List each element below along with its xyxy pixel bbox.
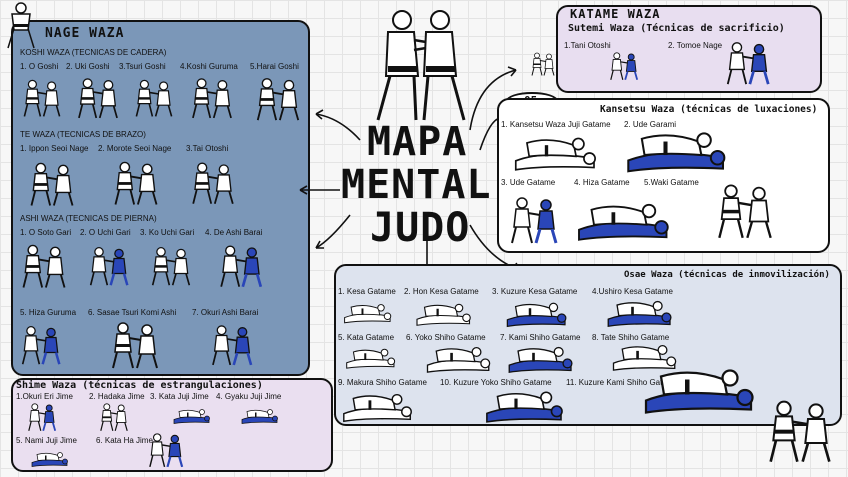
kansetsu-item: 3. Ude Gatame bbox=[501, 178, 556, 187]
okuri-ashi-barai-figure bbox=[206, 318, 258, 372]
osae-item: 1. Kesa Gatame bbox=[338, 287, 396, 296]
katame-waza-heading: KATAME WAZA bbox=[570, 7, 661, 21]
osae-item: 4.Ushiro Kesa Gatame bbox=[592, 287, 673, 296]
ashi-item: 4. De Ashi Barai bbox=[205, 228, 263, 237]
osae-item: 2. Hon Kesa Gatame bbox=[404, 287, 479, 296]
ashi-item: 3. Ko Uchi Gari bbox=[140, 228, 195, 237]
ashi-item: 1. O Soto Gari bbox=[20, 228, 72, 237]
ko-uchi-gari-figure bbox=[146, 240, 196, 292]
kuzure-kami-shiho-gatame-figure bbox=[640, 354, 760, 426]
kata-gatame-figure bbox=[344, 344, 398, 372]
osae-item: 10. Kuzure Yoko Shiho Gatame bbox=[440, 378, 552, 387]
osae-corner-figure bbox=[760, 396, 840, 466]
juji-gatame-figure bbox=[510, 134, 602, 172]
shime-item: 3. Kata Juji Jime bbox=[150, 392, 209, 401]
o-soto-gari-figure bbox=[16, 240, 72, 292]
te-item: 1. Ippon Seoi Nage bbox=[20, 144, 89, 153]
osae-item: 9. Makura Shiho Gatame bbox=[338, 378, 427, 387]
osae-item: 11. Kuzure Kami Shiho Gatame bbox=[566, 378, 678, 387]
kata-ha-jime-figure bbox=[144, 430, 188, 470]
hon-kesa-gatame-figure bbox=[414, 300, 474, 328]
ude-garami-figure bbox=[622, 128, 732, 174]
de-ashi-barai-figure bbox=[214, 240, 268, 292]
shime-item: 4. Gyaku Juji Jime bbox=[216, 392, 282, 401]
nage-waza-panel bbox=[11, 20, 310, 376]
judoka-corner-figure bbox=[2, 0, 40, 50]
koshi-guruma-figure bbox=[186, 74, 238, 122]
kansetsu-item: 1. Kansetsu Waza Juji Gatame bbox=[501, 120, 611, 129]
kata-juji-jime-figure bbox=[172, 402, 212, 430]
kuzure-kesa-gatame-figure bbox=[500, 300, 574, 328]
nage-waza-heading: NAGE WAZA bbox=[45, 26, 125, 41]
koshi-item: 2. Uki Goshi bbox=[66, 62, 110, 71]
shime-item: 1.Okuri Eri Jime bbox=[16, 392, 73, 401]
ippon-seoi-nage-figure bbox=[24, 158, 80, 210]
tomoe-nage-figure bbox=[718, 40, 778, 86]
osae-item: 7. Kami Shiho Gatame bbox=[500, 333, 581, 342]
ashi-item: 5. Hiza Guruma bbox=[20, 308, 77, 317]
sutemi-item: 1.Tani Otoshi bbox=[564, 41, 611, 50]
osae-waza-panel bbox=[334, 264, 842, 426]
shime-item: 5. Nami Juji Jime bbox=[16, 436, 77, 445]
te-item: 3.Tai Otoshi bbox=[186, 144, 229, 153]
o-goshi-figure bbox=[18, 74, 66, 122]
katame-waza-panel bbox=[556, 5, 822, 93]
koshi-item: 1. O Goshi bbox=[20, 62, 59, 71]
hiza-gatame-figure bbox=[574, 196, 674, 246]
katame-side-figure bbox=[528, 38, 558, 90]
shime-item: 6. Kata Ha Jime bbox=[96, 436, 153, 445]
yoko-shiho-gatame-figure bbox=[424, 344, 494, 374]
kesa-gatame-figure bbox=[342, 300, 394, 326]
kansetsu-waza-heading: Kansetsu Waza (técnicas de luxaciones) bbox=[600, 104, 818, 115]
ashi-item: 6. Sasae Tsuri Komi Ashi bbox=[88, 308, 177, 317]
kami-shiho-gatame-figure bbox=[500, 344, 582, 374]
ashi-item: 2. O Uchi Gari bbox=[80, 228, 131, 237]
sutemi-waza-heading: Sutemi Waza (Técnicas de sacrificio) bbox=[568, 23, 785, 34]
osae-item: 3. Kuzure Kesa Gatame bbox=[492, 287, 578, 296]
kansetsu-item: 4. Hiza Gatame bbox=[574, 178, 630, 187]
shime-waza-heading: Shime Waza (técnicas de estrangulaciones… bbox=[16, 380, 263, 391]
sutemi-item: 2. Tomoe Nage bbox=[668, 41, 723, 50]
waki-gatame-figure bbox=[710, 176, 780, 246]
tsuri-goshi-figure bbox=[130, 74, 178, 122]
hiza-guruma-figure bbox=[16, 318, 66, 372]
te-item: 2. Morote Seoi Nage bbox=[98, 144, 172, 153]
o-uchi-gari-figure bbox=[84, 240, 134, 292]
okuri-eri-jime-figure bbox=[24, 402, 60, 432]
ashi-waza-heading: ASHI WAZA (TECNICAS DE PIERNA) bbox=[20, 214, 157, 223]
ushiro-kesa-gatame-figure bbox=[596, 298, 684, 328]
makura-shiho-gatame-figure bbox=[340, 390, 416, 424]
osae-item: 8. Tate Shiho Gatame bbox=[592, 333, 670, 342]
koshi-waza-heading: KOSHI WAZA (TECNICAS DE CADERA) bbox=[20, 48, 167, 57]
ashi-item: 7. Okuri Ashi Barai bbox=[192, 308, 259, 317]
uki-goshi-figure bbox=[72, 74, 124, 122]
ude-gatame-figure bbox=[504, 192, 564, 248]
osae-waza-heading: Osae Waza (técnicas de inmovilización) bbox=[624, 270, 830, 280]
koshi-item: 4.Koshi Guruma bbox=[180, 62, 238, 71]
nami-juji-jime-figure bbox=[30, 446, 70, 472]
koshi-item: 3.Tsuri Goshi bbox=[119, 62, 166, 71]
kansetsu-item: 2. Ude Garami bbox=[624, 120, 677, 129]
koshi-item: 5.Harai Goshi bbox=[250, 62, 299, 71]
sasae-tsuri-komi-ashi-figure bbox=[104, 320, 166, 370]
osae-item: 5. Kata Gatame bbox=[338, 333, 395, 342]
morote-seoi-nage-figure bbox=[108, 156, 164, 210]
title-line-1: MAPA bbox=[367, 119, 468, 165]
shime-item: 2. Hadaka Jime bbox=[89, 392, 145, 401]
tani-otoshi-figure bbox=[606, 44, 642, 88]
tai-otoshi-figure bbox=[186, 156, 240, 210]
center-judokas-figure bbox=[360, 6, 480, 124]
title-line-3: JUDO bbox=[370, 205, 471, 251]
kansetsu-item: 5.Waki Gatame bbox=[644, 178, 699, 187]
title-line-2: MENTAL bbox=[341, 162, 492, 208]
hadaka-jime-figure bbox=[96, 402, 132, 432]
gyaku-juji-jime-figure bbox=[240, 402, 280, 430]
te-waza-heading: TE WAZA (TECNICAS DE BRAZO) bbox=[20, 130, 146, 139]
kuzure-yoko-shiho-gatame-figure bbox=[470, 388, 580, 424]
osae-item: 6. Yoko Shiho Gatame bbox=[406, 333, 486, 342]
harai-goshi-figure bbox=[250, 76, 306, 122]
